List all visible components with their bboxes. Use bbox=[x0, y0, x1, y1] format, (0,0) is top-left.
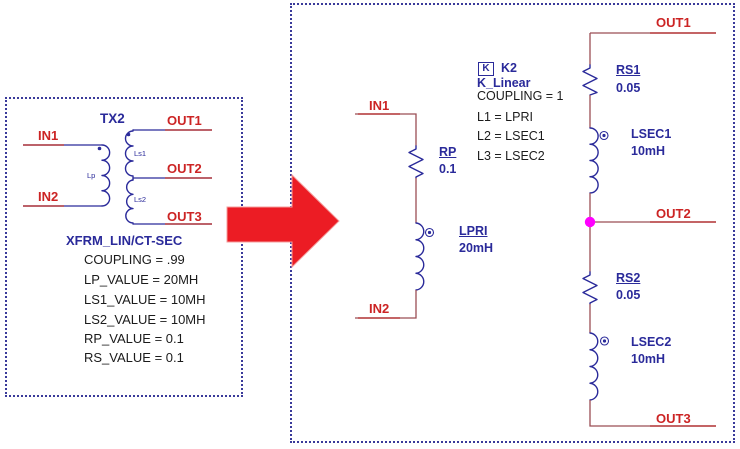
lpri-inductor bbox=[415, 222, 425, 291]
net-label-in1: IN1 bbox=[369, 98, 390, 113]
secondary-winding-1 bbox=[124, 129, 134, 181]
net-label-out2: OUT2 bbox=[656, 206, 691, 221]
pin-label-out2: OUT2 bbox=[167, 161, 202, 176]
net-label-in2: IN2 bbox=[369, 301, 390, 316]
rs1-value-label: 0.05 bbox=[616, 81, 641, 95]
k-coupling-symbol: K bbox=[478, 62, 494, 76]
secondary-polarity-dot bbox=[126, 132, 131, 137]
k-coupling-value: COUPLING = 1 bbox=[477, 89, 564, 103]
param-rp-value: RP_VALUE = 0.1 bbox=[84, 331, 184, 346]
lpri-ref-label: LPRI bbox=[459, 224, 488, 238]
rs2-value-label: 0.05 bbox=[616, 288, 641, 302]
lsec2-ref-label: LSEC2 bbox=[631, 335, 672, 349]
rp-resistor bbox=[408, 145, 424, 179]
param-ls2-value: LS2_VALUE = 10MH bbox=[84, 312, 206, 327]
pin-label-in2: IN2 bbox=[38, 189, 59, 204]
param-ls1-value: LS1_VALUE = 10MH bbox=[84, 292, 206, 307]
k-l3-assignment: L3 = LSEC2 bbox=[477, 149, 545, 163]
secondary-winding-2 bbox=[125, 179, 134, 225]
pin-label-in1: IN1 bbox=[38, 128, 59, 143]
net-label-out3: OUT3 bbox=[656, 411, 691, 426]
rs2-resistor bbox=[582, 271, 598, 305]
lsec1-phase-dot-marker bbox=[599, 130, 609, 141]
rp-ref-label: RP bbox=[439, 145, 457, 159]
k2-ref-label: K2 bbox=[501, 61, 517, 75]
primary-branch bbox=[355, 113, 435, 319]
tx2-ref-label: TX2 bbox=[100, 111, 125, 126]
in1-wire bbox=[355, 113, 417, 146]
rs2-ref-label: RS2 bbox=[616, 271, 641, 285]
rs1-ref-label: RS1 bbox=[616, 63, 641, 77]
part-name-label: XFRM_LIN/CT-SEC bbox=[66, 233, 183, 248]
pin-label-out1: OUT1 bbox=[167, 113, 202, 128]
lpri-value-label: 20mH bbox=[459, 241, 494, 255]
winding-label-lp: Lp bbox=[87, 171, 96, 180]
out3-wire bbox=[589, 400, 716, 427]
winding-label-ls1: Ls1 bbox=[134, 149, 147, 158]
lsec1-value-label: 10mH bbox=[631, 144, 666, 158]
center-tap-junction-dot bbox=[584, 216, 596, 228]
lpri-phase-dot-marker bbox=[424, 227, 435, 238]
param-coupling: COUPLING = .99 bbox=[84, 252, 185, 267]
primary-polarity-dot bbox=[97, 146, 102, 151]
k-l2-assignment: L2 = LSEC1 bbox=[477, 129, 545, 143]
param-rs-value: RS_VALUE = 0.1 bbox=[84, 350, 184, 365]
transform-arrow bbox=[226, 173, 340, 269]
lsec2-phase-dot-marker bbox=[599, 336, 610, 346]
symbol-view-box bbox=[5, 97, 243, 397]
lsec2-inductor bbox=[589, 332, 599, 401]
lsec1-inductor bbox=[589, 127, 599, 194]
rs1-resistor bbox=[582, 64, 598, 96]
k-l1-assignment: L1 = LPRI bbox=[477, 110, 533, 124]
winding-label-ls2: Ls2 bbox=[134, 195, 147, 204]
rp-value-label: 0.1 bbox=[439, 162, 457, 176]
param-lp-value: LP_VALUE = 20MH bbox=[84, 272, 199, 287]
net-label-out1: OUT1 bbox=[656, 15, 691, 30]
lsec2-value-label: 10mH bbox=[631, 352, 666, 366]
tx2-transformer-symbol bbox=[23, 129, 212, 225]
lsec1-ref-label: LSEC1 bbox=[631, 127, 672, 141]
primary-winding bbox=[101, 144, 111, 207]
k-linear-label: K_Linear bbox=[477, 76, 531, 90]
secondary-branch bbox=[582, 32, 716, 427]
pin-label-out3: OUT3 bbox=[167, 209, 202, 224]
